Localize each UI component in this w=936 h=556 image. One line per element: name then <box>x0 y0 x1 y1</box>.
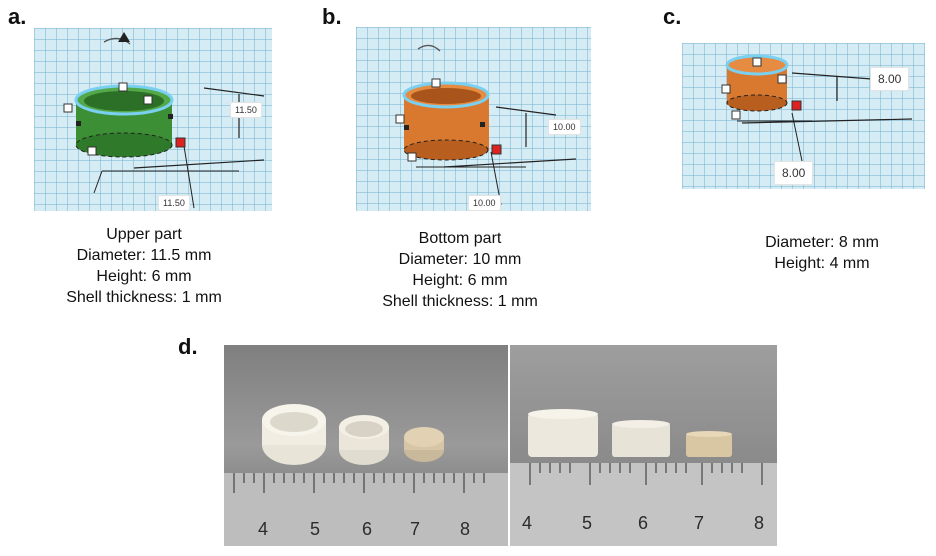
ruler-number: 6 <box>638 513 649 533</box>
cad-model-filler-part <box>721 54 913 162</box>
caption-diameter: Diameter: 8 mm <box>765 234 879 251</box>
panel-label-c: c. <box>663 4 682 29</box>
dimension-label-diameter: 10.00 <box>468 195 501 211</box>
cad-model-bottom-part <box>395 44 577 206</box>
caption-upper-part: Upper part Diameter: 11.5 mm Height: 6 m… <box>44 224 244 308</box>
ruler-number: 7 <box>694 513 705 533</box>
panel-label-a: a. <box>8 4 27 29</box>
dimension-label-diameter: 8.00 <box>774 161 814 185</box>
panel-label-d: d. <box>178 334 198 359</box>
cad-view-bottom-part: 10.00 10.00 <box>356 27 591 211</box>
printed-parts-top-view <box>224 404 508 546</box>
dimension-label-height: 10.00 <box>548 119 581 135</box>
ruler-number: 5 <box>310 519 321 539</box>
cad-model-upper-part <box>63 32 265 209</box>
caption-bottom-part: Bottom part Diameter: 10 mm Height: 6 mm… <box>360 228 560 312</box>
ruler-number: 8 <box>460 519 471 539</box>
ruler-number: 6 <box>362 519 373 539</box>
photo-top-view: 4 5 6 7 8 <box>224 345 508 546</box>
caption-title: Upper part <box>106 226 182 243</box>
cad-view-filler-part: 8.00 8.00 <box>682 43 925 189</box>
caption-title: Bottom part <box>418 230 502 247</box>
caption-filler-part: Diameter: 8 mm Height: 4 mm <box>722 232 922 274</box>
ruler-number: 7 <box>410 519 421 539</box>
photo-side-view: 4 5 6 7 8 <box>510 345 777 546</box>
cad-view-upper-part: 11.50 11.50 <box>34 28 272 211</box>
caption-height: Height: 4 mm <box>774 255 870 272</box>
caption-shell-thickness: Shell thickness: 1 mm <box>382 293 538 310</box>
dimension-label-diameter: 11.50 <box>158 195 190 211</box>
panel-label-b: b. <box>322 4 342 29</box>
dimension-label-height: 8.00 <box>870 67 910 91</box>
caption-shell-thickness: Shell thickness: 1 mm <box>66 289 222 306</box>
dimension-label-height: 11.50 <box>230 102 262 118</box>
caption-height: Height: 6 mm <box>96 268 192 285</box>
ruler-number: 4 <box>522 513 533 533</box>
ruler-number: 5 <box>582 513 593 533</box>
caption-diameter: Diameter: 11.5 mm <box>76 247 212 264</box>
caption-diameter: Diameter: 10 mm <box>398 251 522 268</box>
caption-height: Height: 6 mm <box>412 272 508 289</box>
ruler-number: 4 <box>258 519 269 539</box>
printed-parts-side-view <box>510 409 777 546</box>
ruler-number: 8 <box>754 513 765 533</box>
